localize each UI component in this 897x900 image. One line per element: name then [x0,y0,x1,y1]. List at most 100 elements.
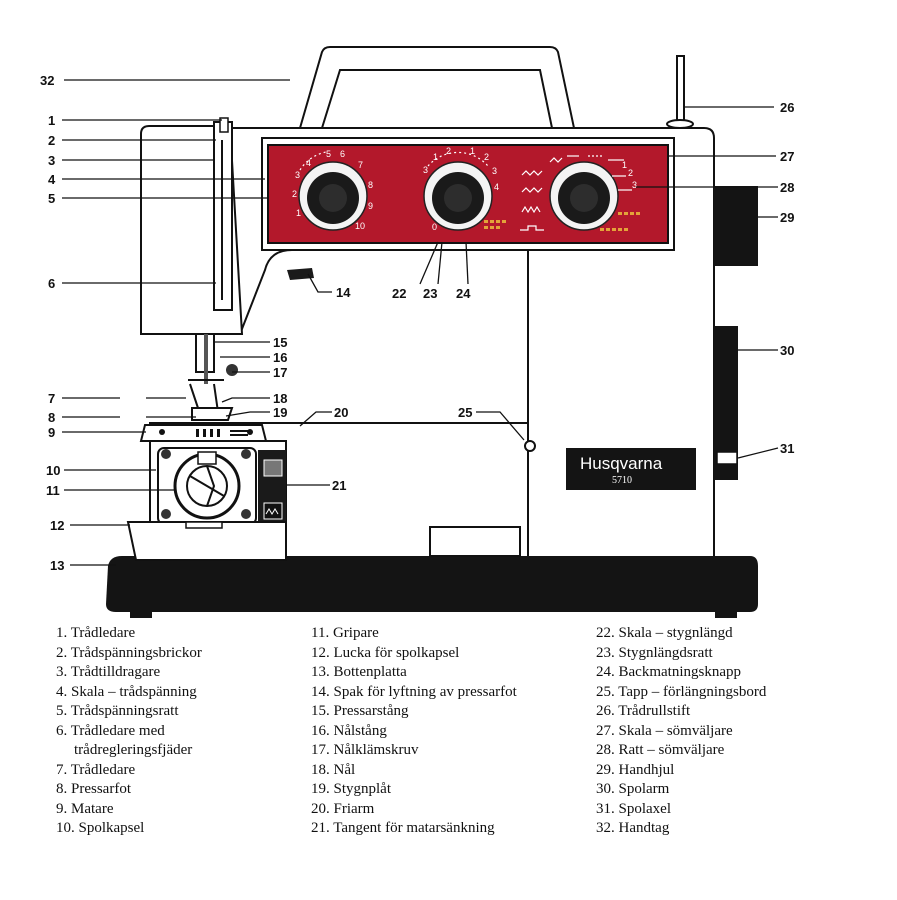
tension-mark: 3 [295,170,300,180]
tension-mark: 8 [368,180,373,190]
legend-item: 9. Matare [56,800,114,817]
callout-7: 7 [48,391,55,406]
callout-9: 9 [48,425,55,440]
extension-table-pin [524,440,536,452]
callout-11: 11 [46,483,60,498]
legend-item: 10. Spolkapsel [56,820,145,836]
legend-item: 1. Trådledare [56,625,136,641]
selector-mark: 1 [622,160,627,170]
legend-item: 19. Stygnplåt [311,781,392,797]
legend-column-3: 22. Skala – stygnlängd 23. Stygnlängdsra… [596,624,766,839]
stitch-length-mark: 2 [446,146,451,156]
callout-24: 24 [456,286,471,301]
tension-mark: 2 [292,189,297,199]
stitch-length-mark: 1 [470,146,475,156]
legend-item: 4. Skala – trådspänning [56,683,197,700]
legend-item: 22. Skala – stygnlängd [596,625,733,641]
callout-25: 25 [458,405,472,420]
callout-28: 28 [780,180,794,195]
legend-item: 15. Pressarstång [311,703,409,719]
tension-dial [298,161,368,231]
tension-mark: 10 [355,221,365,231]
callout-20: 20 [334,405,348,420]
callout-31: 31 [780,441,794,456]
callout-3: 3 [48,153,55,168]
stitch-selector-dial [549,161,619,231]
stitch-length-mark: 2 [484,152,489,162]
callout-14: 14 [336,285,351,300]
legend-item: 18. Nål [311,761,356,778]
legend-item: 3. Trådtilldragare [56,664,161,680]
legend-item: 8. Pressarfot [56,781,131,797]
tension-mark: 6 [340,149,345,159]
brand-name: Husqvarna [580,454,663,473]
legend-item: 2. Trådspänningsbrickor [56,644,202,661]
handle [298,46,576,129]
bobbin-cover [126,521,287,561]
stitch-length-mark: 3 [492,166,497,176]
base-plate [106,556,758,612]
callout-30: 30 [780,343,794,358]
callout-23: 23 [423,286,437,301]
callout-6: 6 [48,276,55,291]
bobbin-winder-spindle [716,451,738,465]
presser-foot-lever [287,268,314,280]
sewing-machine-diagram: 5 6 7 8 9 10 4 3 2 1 1 2 3 1 2 3 4 0 1 2… [40,46,794,618]
callout-19: 19 [273,405,287,420]
callout-12: 12 [50,518,64,533]
legend-item: 29. Handhjul [596,761,675,778]
callout-21: 21 [332,478,346,493]
legend-item: trådregleringsfjäder [74,742,193,758]
tension-mark: 7 [358,160,363,170]
legend-item: 17. Nålklämskruv [311,742,419,758]
tension-mark: 5 [326,149,331,159]
tension-mark: 9 [368,201,373,211]
legend-item: 21. Tangent för matarsänkning [311,820,495,836]
legend-item: 31. Spolaxel [596,800,671,817]
legend-item: 23. Stygnlängdsratt [596,644,713,661]
callout-4: 4 [48,172,56,187]
legend-item: 5. Trådspänningsratt [56,703,179,719]
callout-2: 2 [48,133,55,148]
legend-item: 6. Trådledare med [56,722,165,739]
legend-item: 26. Trådrullstift [596,703,691,719]
stitch-length-mark: 0 [432,222,437,232]
callout-32: 32 [40,73,54,88]
callout-22: 22 [392,286,406,301]
handwheel [714,186,758,266]
legend-item: 28. Ratt – sömväljare [596,742,725,758]
callout-29: 29 [780,210,794,225]
legend-item: 13. Bottenplatta [311,664,407,680]
legend-item: 25. Tapp – förlängningsbord [596,683,767,700]
tension-mark: 1 [296,208,301,218]
callout-26: 26 [780,100,794,115]
callout-15: 15 [273,335,287,350]
selector-mark: 3 [632,180,637,190]
legend-item: 12. Lucka för spolkapsel [311,644,460,661]
tension-mark: 4 [306,158,311,168]
callout-13: 13 [50,558,64,573]
callout-18: 18 [273,391,287,406]
stitch-length-mark: 4 [494,182,499,192]
spool-pin [676,55,685,125]
legend-column-1: 1. Trådledare 2. Trådspänningsbrickor 3.… [56,624,202,839]
legend-item: 20. Friarm [311,800,375,817]
legend-item: 11. Gripare [311,625,379,641]
stitch-length-mark: 3 [423,165,428,175]
legend-item: 24. Backmatningsknapp [596,664,741,680]
legend-item: 30. Spolarm [596,781,670,797]
legend-item: 27. Skala – sömväljare [596,722,733,739]
legend-column-2: 11. Gripare 12. Lucka för spolkapsel 13.… [311,624,517,839]
callout-5: 5 [48,191,55,206]
legend-item: 16. Nålstång [311,722,387,739]
callout-1: 1 [48,113,55,128]
stitch-length-dial [423,161,493,231]
callout-16: 16 [273,350,287,365]
model-number: 5710 [612,475,632,486]
legend-item: 14. Spak för lyftning av pressarfot [311,683,517,700]
legend-item: 7. Trådledare [56,761,136,778]
callout-17: 17 [273,365,287,380]
stitch-length-mark: 1 [433,152,438,162]
legend-item: 32. Handtag [596,820,670,836]
callout-8: 8 [48,410,55,425]
